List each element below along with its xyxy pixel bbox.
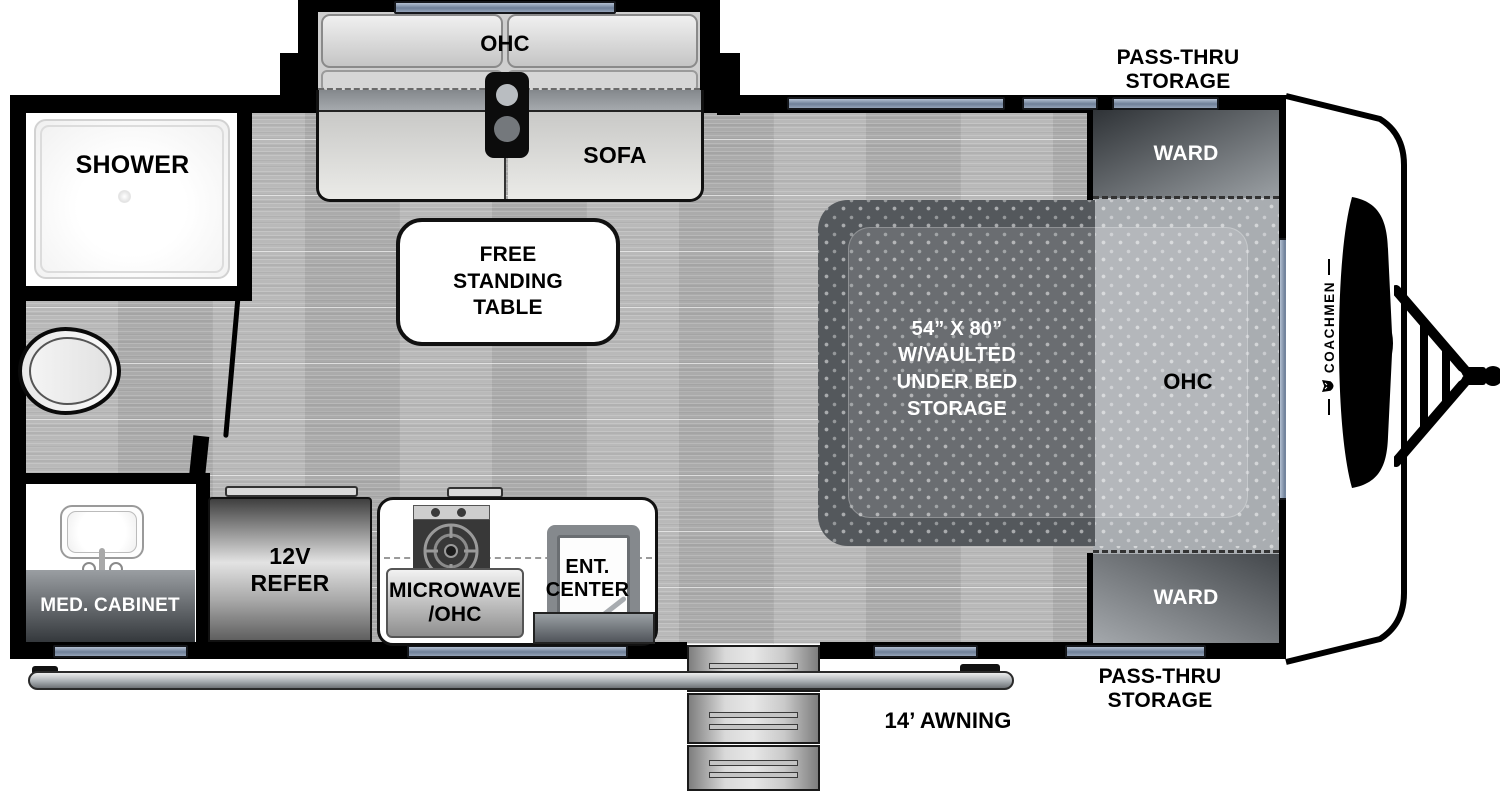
window-bottom-4 [1065,645,1206,658]
refrigerator-top-tab [225,486,358,497]
bed [818,200,1277,546]
entry-step-2 [687,693,820,744]
bed-platform-dark [818,200,1095,546]
microwave-label: MICROWAVE /OHC [388,578,522,626]
window-bottom-2 [407,645,628,658]
window-bottom-1 [53,645,188,658]
awning-label: 14’ AWNING [884,708,1012,734]
refrigerator-label: 12V REFER [250,542,330,596]
stove-knob-strip [413,505,490,520]
pass-thru-storage-label-top: PASS-THRU STORAGE [1116,45,1240,93]
ward-top [1093,110,1279,198]
coachmen-crest-icon [1322,380,1334,393]
step-tread-slot [709,772,798,778]
slideout-ohc-label: OHC [480,31,530,57]
bed-label: 54” X 80” W/VAULTED UNDER BED STORAGE [896,317,1018,420]
step-tread-slot [709,663,798,669]
step-tread-slot [709,712,798,718]
bath-sink-basin [67,511,137,553]
toilet-bowl-rim [29,337,112,405]
slideout-ohc-left [321,14,503,68]
med-cabinet [25,570,195,643]
ward-top-label: WARD [1153,141,1219,165]
stove-knob-right [457,508,466,517]
bath-faucet-stem [99,548,105,574]
sofa-label: SOFA [583,141,647,168]
logo-rule-right [1328,258,1330,275]
free-standing-table [396,218,620,346]
bath-partition-wall [10,473,196,484]
sofa-cupholder-bottom [494,116,520,142]
ohc-dashed-bottom [1093,550,1279,553]
step-tread-slot [709,760,798,766]
window-bottom-3 [873,645,978,658]
ward-bottom-wall-line [1087,553,1093,643]
ohc-dashed-top [1093,196,1279,199]
ward-top-wall-line [1087,110,1093,200]
shower-pan [34,119,230,279]
ent-center-label: ENT. CENTER [545,555,630,601]
sofa-cupholder-top [496,84,518,106]
sofa-cushion-right [508,112,701,199]
bed-mattress-inset [848,227,1248,518]
logo-rule-left [1328,399,1330,416]
counter-dashed-line [384,557,652,559]
awning-end-cap-left [32,666,58,675]
entry-step-3 [687,745,820,791]
med-cabinet-label: MED. CABINET [40,595,180,617]
microwave-cabinet [386,568,524,638]
slideout-return-left [280,53,300,99]
hitch [1394,285,1500,467]
stove-knob-left [431,508,440,517]
shower-pan-inner-line [40,125,224,273]
window-top-2 [1022,97,1098,110]
awning-bar [28,671,1014,690]
front-cap [1285,93,1407,665]
top-wall-left-segment [10,95,318,113]
pass-thru-storage-label-bottom: PASS-THRU STORAGE [1098,664,1222,712]
brand-text: COACHMEN [1321,280,1337,374]
med-room-side-wall [196,473,210,645]
bed-ohc-label: OHC [1163,369,1213,395]
shower-drain [118,190,131,203]
front-rock-guard [1339,197,1393,488]
slideout-window [394,1,616,14]
shower-label: SHOWER [75,150,190,179]
ward-bottom [1093,554,1279,643]
window-top-1 [787,97,1005,110]
slideout-return-right [717,53,740,115]
ent-center-base [533,612,655,644]
window-top-3 [1112,97,1219,110]
free-standing-table-label: FREE STANDING TABLE [453,242,563,320]
refrigerator [208,497,372,642]
step-tread-slot [709,724,798,730]
bed-platform-light [1095,200,1277,546]
coachmen-logo: COACHMEN [1301,240,1357,434]
sofa-cushion-left [319,112,506,199]
slideout-ohc-right [507,14,698,68]
ward-bottom-label: WARD [1153,586,1219,610]
awning-end-cap-right [960,664,1000,674]
